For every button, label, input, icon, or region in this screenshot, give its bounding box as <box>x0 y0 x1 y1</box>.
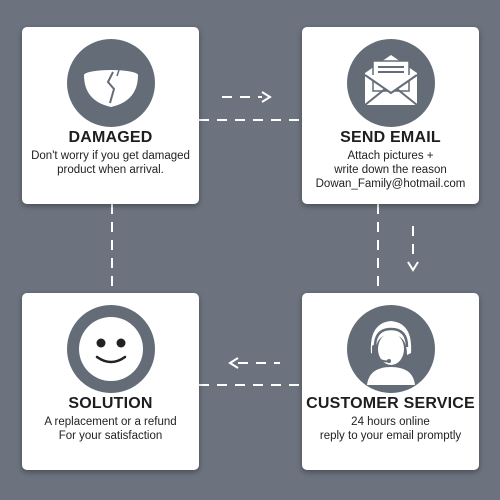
step-card-solution: SOLUTION A replacement or a refund For y… <box>22 293 199 470</box>
description-line: For your satisfaction <box>58 430 163 442</box>
step-card-customer-service: CUSTOMER SERVICE 24 hours online reply t… <box>302 293 479 470</box>
description-line: 24 hours online <box>351 416 430 428</box>
step-title: SEND EMAIL <box>340 129 441 146</box>
description-line: write down the reason <box>334 164 447 176</box>
cracked-bowl-icon <box>66 39 155 127</box>
step-description: Don't worry if you get damaged product w… <box>26 149 195 177</box>
description-line: reply to your email promptly <box>319 430 462 442</box>
step-card-send-email: SEND EMAIL Attach pictures + write down … <box>302 27 479 204</box>
step-description: Attach pictures + write down the reason … <box>306 149 475 191</box>
description-line: Don't worry if you get damaged <box>31 150 190 162</box>
description-line: A replacement or a refund <box>44 416 177 428</box>
headset-agent-icon <box>346 305 435 393</box>
step-description: A replacement or a refund For your satis… <box>26 415 195 443</box>
arrowhead-left <box>228 357 239 369</box>
smiley-face-icon <box>66 305 155 393</box>
step-title: CUSTOMER SERVICE <box>306 395 475 412</box>
step-title: DAMAGED <box>68 129 153 146</box>
arrowhead-right <box>261 91 272 103</box>
envelope-letter-icon <box>346 39 435 127</box>
step-card-damaged: DAMAGED Don't worry if you get damaged p… <box>22 27 199 204</box>
description-line: product when arrival. <box>57 164 164 176</box>
description-line: Dowan_Family@hotmail.com <box>315 178 466 190</box>
arrowhead-down <box>407 261 419 272</box>
step-description: 24 hours online reply to your email prom… <box>306 415 475 443</box>
description-line: Attach pictures + <box>347 150 434 162</box>
step-title: SOLUTION <box>68 395 153 412</box>
